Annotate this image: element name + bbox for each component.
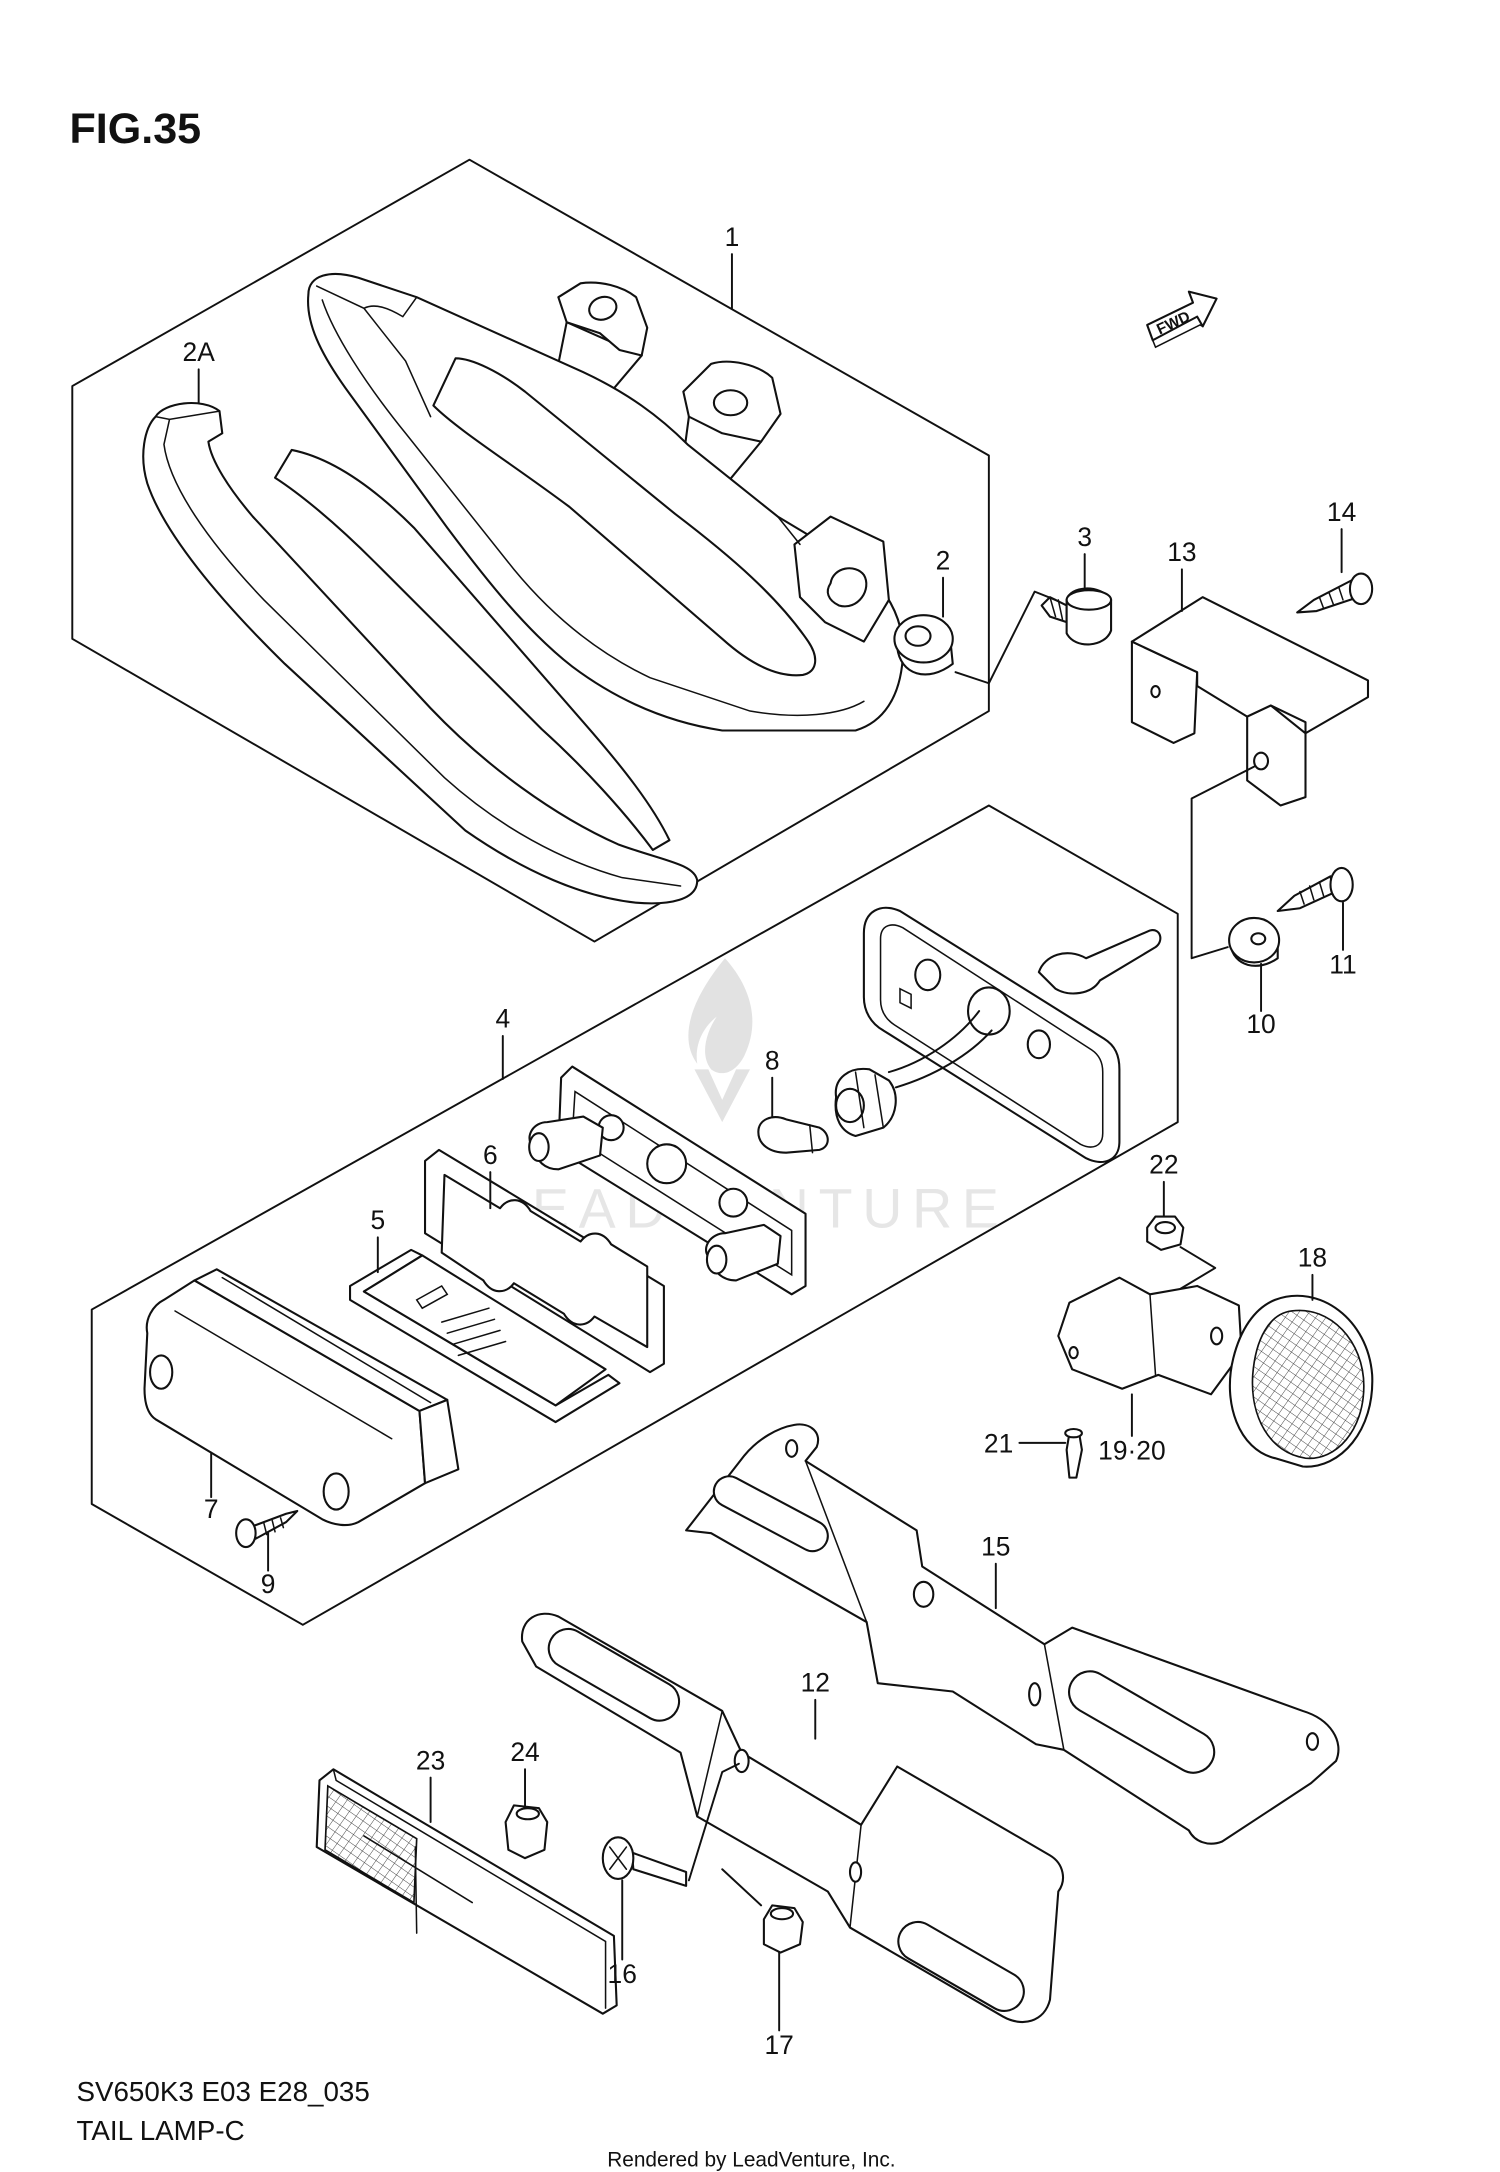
part-13-bracket [1130,596,1370,807]
callout-19-20: 19·20 [1098,1436,1165,1466]
callout-13: 13 [1167,537,1196,567]
assembly-line [1179,1246,1217,1290]
part-2-grommet [893,614,954,676]
callout-18: 18 [1298,1243,1327,1273]
part-12-license-bracket [521,1612,1065,2024]
part-5-reflector [348,1248,621,1424]
assembly-line [687,1762,763,1907]
callout-14: 14 [1327,497,1356,527]
part-4-bulb-socket [834,1067,897,1138]
assembly-line [954,590,1057,685]
callout-5: 5 [370,1205,385,1235]
part-4-lamp-base-plate [862,906,1162,1163]
part-17-nut [762,1904,804,1954]
leader-lines [197,253,1344,2032]
part-2a-lens-strip [142,402,699,905]
callout-22: 22 [1149,1149,1178,1179]
callout-10: 10 [1246,1009,1275,1039]
callout-23: 23 [416,1745,445,1775]
part-9-screw [235,1509,299,1549]
callout-11: 11 [1329,950,1356,980]
render-credit: Rendered by LeadVenture, Inc. [607,2148,895,2171]
callout-17: 17 [764,2030,793,2060]
callout-3: 3 [1077,522,1092,552]
part-1-group-box [71,158,990,943]
mount-hole [826,567,868,608]
figure-number: FIG.35 [70,105,202,153]
callout-labels: 1 2A 2 3 13 14 4 8 6 10 11 22 18 5 7 9 2… [183,222,1357,2060]
callout-2: 2 [936,545,951,575]
callout-7: 7 [204,1494,219,1524]
part-3-screw [1040,587,1113,646]
watermark-v-logo [694,1069,750,1123]
part-8-bulb [757,1116,829,1154]
callout-16: 16 [608,1959,637,1989]
part-18-round-reflector [1228,1294,1374,1468]
part-7-lens [143,1268,460,1527]
callout-21: 21 [984,1429,1013,1459]
part-4-lamp-body [528,1065,807,1296]
part-10-washer [1228,916,1281,967]
part-4-group-box [90,804,1179,1626]
part-19-20-reflector-bracket [1057,1276,1243,1396]
callout-15: 15 [981,1531,1010,1561]
part-1-tail-lamp-housing [274,273,905,851]
part-6-gasket [423,1148,665,1374]
part-22-nut [1146,1215,1185,1251]
figure-code: SV650K3 E03 E28_035 [76,2076,369,2107]
watermark-flame-logo [688,958,753,1074]
part-24-nut [504,1804,549,1860]
figure-title: TAIL LAMP-C [76,2115,244,2146]
part-21-rivet [1064,1427,1083,1479]
mount-hole [712,389,749,417]
callout-4: 4 [495,1004,510,1034]
callout-1: 1 [725,222,740,252]
part-16-screw [601,1836,688,1887]
part-11-screw [1276,866,1354,913]
callout-9: 9 [261,1569,276,1599]
callout-6: 6 [483,1140,498,1170]
part-23-rectangular-reflector [315,1768,618,2015]
assembly-line [1190,765,1256,960]
callout-2a: 2A [183,337,216,367]
callout-24: 24 [510,1737,539,1767]
callout-12: 12 [801,1667,830,1697]
callout-8: 8 [765,1045,780,1075]
mount-hole [588,295,618,321]
part-15-license-bracket [685,1423,1340,1845]
part-14-screw [1296,572,1374,614]
